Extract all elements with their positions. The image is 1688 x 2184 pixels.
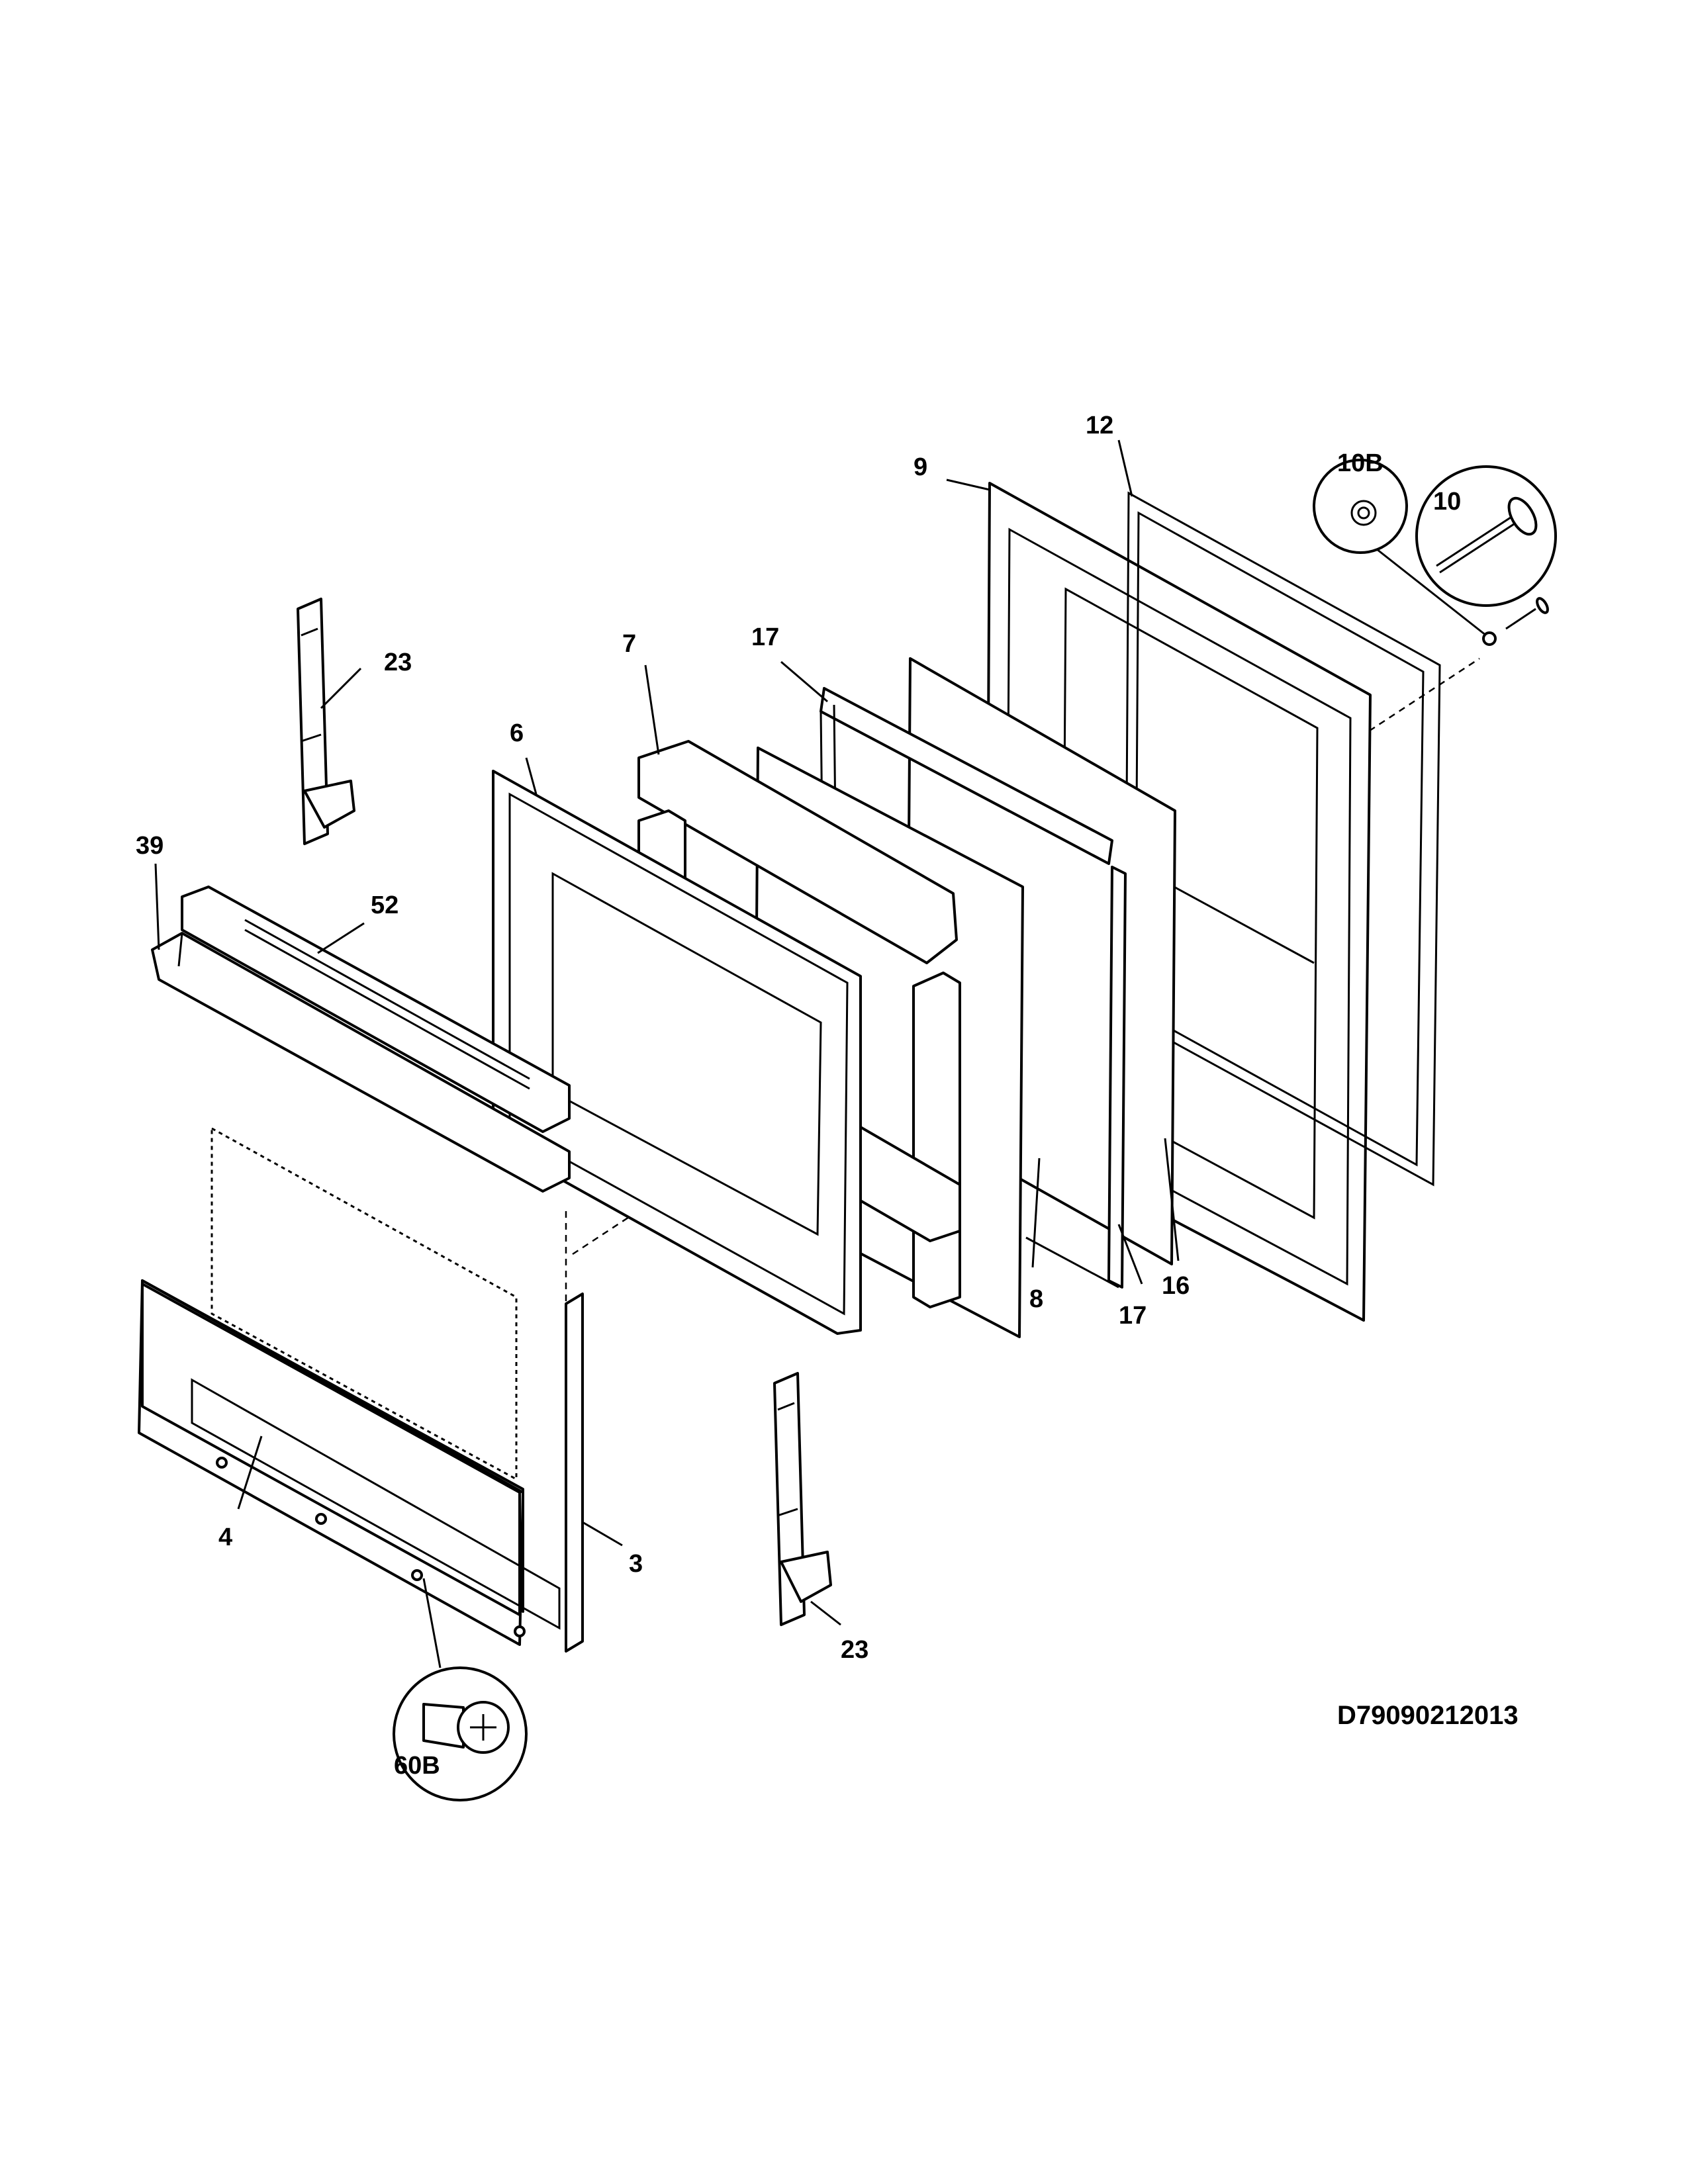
inset-circle-10b (1313, 459, 1408, 554)
callout-17-upper: 17 (751, 623, 779, 651)
callout-23-lower: 23 (841, 1636, 868, 1664)
callout-39: 39 (136, 832, 164, 860)
inset-circle-60b (393, 1666, 528, 1801)
outer-door-panel-3 (138, 1126, 584, 1653)
callout-7: 7 (622, 630, 636, 658)
inset-circle-10 (1415, 465, 1557, 607)
door-hinge-23-left (297, 598, 355, 845)
door-handle-39 (151, 932, 571, 1193)
callout-12: 12 (1086, 412, 1113, 439)
callout-60b: 60B (394, 1752, 440, 1780)
bottom-trim-4 (191, 1378, 561, 1630)
door-frame-6 (492, 770, 862, 1335)
handle-trim-52 (181, 886, 571, 1133)
callout-8: 8 (1029, 1285, 1043, 1313)
callout-16: 16 (1162, 1272, 1190, 1300)
callout-52: 52 (371, 891, 399, 919)
callout-17-lower: 17 (1119, 1302, 1147, 1330)
callout-4: 4 (218, 1524, 232, 1551)
callout-10: 10 (1433, 488, 1461, 516)
leader-lines (154, 439, 1180, 1668)
screw-10-icon (1376, 548, 1549, 646)
callout-10b: 10B (1337, 449, 1383, 477)
callout-23-upper: 23 (384, 649, 412, 676)
callout-6: 6 (510, 719, 524, 747)
window-frame-17-lower (1025, 866, 1127, 1289)
door-hinge-23-right (773, 1372, 832, 1626)
drawing-code: D79090212013 (1337, 1701, 1519, 1730)
screw-icon (216, 1457, 526, 1637)
callout-9: 9 (914, 453, 927, 481)
callout-3: 3 (629, 1550, 643, 1578)
